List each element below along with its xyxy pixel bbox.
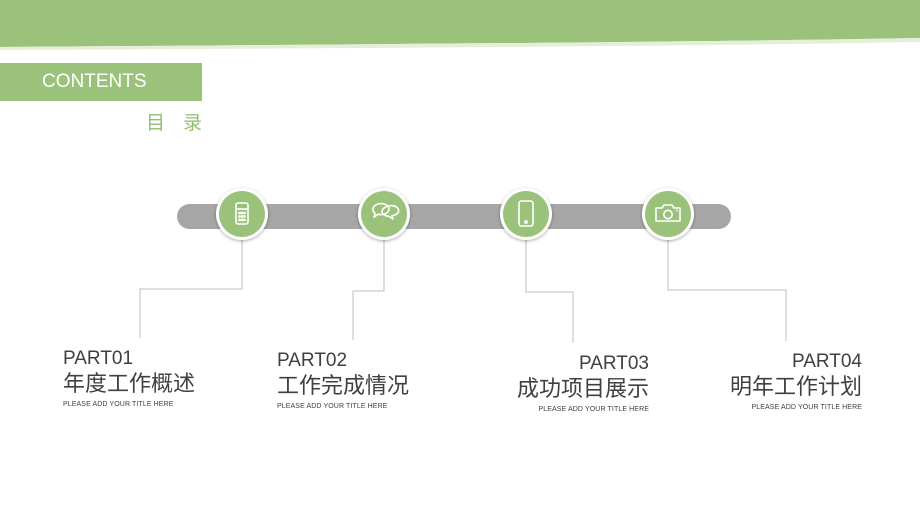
- part-4[interactable]: PART04 明年工作计划 PLEASE ADD YOUR TITLE HERE: [652, 351, 862, 412]
- part-3-number: PART03: [578, 353, 649, 374]
- part-1-title: 年度工作概述: [63, 372, 196, 397]
- timeline-node-2[interactable]: [358, 188, 410, 240]
- chat-bubbles-icon: [372, 202, 400, 220]
- smartphone-icon: [518, 200, 534, 227]
- connector-lines: [139, 240, 787, 343]
- timeline-node-4[interactable]: [642, 188, 694, 240]
- timeline-track: [177, 204, 731, 229]
- part-1[interactable]: PART01 年度工作概述 PLEASE ADD YOUR TITLE HERE: [63, 348, 273, 409]
- mobile-phone-icon: [235, 202, 249, 225]
- part-2-number: PART02: [277, 350, 348, 371]
- part-2-title: 工作完成情况: [277, 374, 410, 399]
- part-3-subtitle: PLEASE ADD YOUR TITLE HERE: [538, 406, 649, 413]
- part-2-subtitle: PLEASE ADD YOUR TITLE HERE: [277, 403, 388, 410]
- part-4-number: PART04: [791, 351, 862, 372]
- contents-subheading: 目 录: [146, 112, 209, 134]
- timeline-node-3[interactable]: [500, 188, 552, 240]
- part-1-number: PART01: [63, 348, 134, 369]
- part-4-subtitle: PLEASE ADD YOUR TITLE HERE: [751, 404, 862, 411]
- part-4-title: 明年工作计划: [729, 375, 862, 400]
- top-decorative-band: [0, 0, 920, 50]
- part-3-title: 成功项目展示: [516, 377, 649, 402]
- part-3[interactable]: PART03 成功项目展示 PLEASE ADD YOUR TITLE HERE: [439, 353, 649, 414]
- camera-icon: [655, 204, 681, 222]
- contents-heading: CONTENTS: [0, 63, 202, 101]
- part-2[interactable]: PART02 工作完成情况 PLEASE ADD YOUR TITLE HERE: [277, 350, 487, 411]
- timeline-node-1[interactable]: [216, 188, 268, 240]
- part-1-subtitle: PLEASE ADD YOUR TITLE HERE: [63, 401, 174, 408]
